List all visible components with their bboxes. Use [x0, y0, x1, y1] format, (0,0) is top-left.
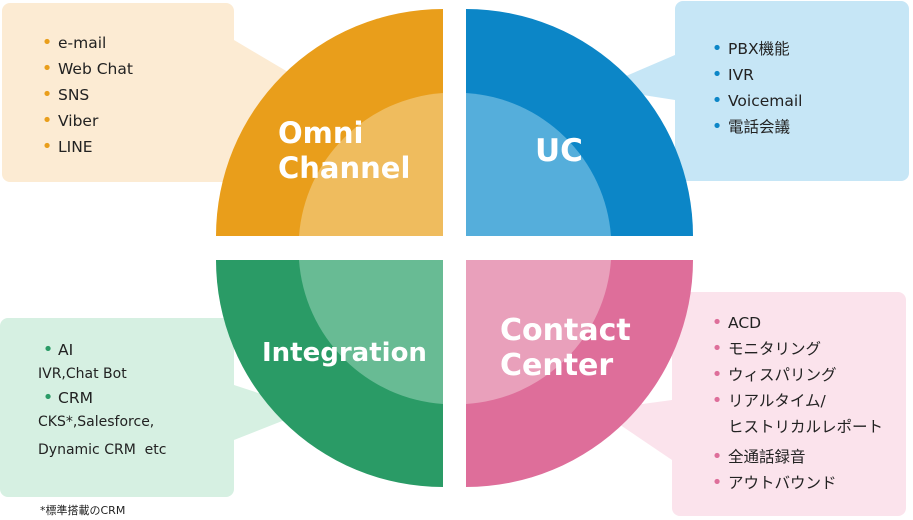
contact-inner-circle	[466, 260, 611, 404]
list-item: •Viber	[41, 110, 99, 131]
uc-item-label: IVR	[728, 66, 754, 84]
list-item: •CRM	[42, 387, 93, 408]
ai-detail: IVR,Chat Bot	[38, 366, 127, 382]
omni-item-label: Viber	[58, 112, 99, 130]
contact-title-line1: Contact	[500, 313, 631, 348]
list-item: •PBX機能	[711, 38, 790, 59]
omni-title-line2: Channel	[278, 151, 411, 185]
omni-inner-circle	[299, 93, 443, 236]
cc-item-label: ACD	[728, 314, 762, 332]
list-item: •AI	[42, 339, 74, 360]
omni-item-label: e-mail	[58, 34, 107, 52]
footnote: *標準搭載のCRM	[40, 504, 126, 517]
contact-center-list: •ACD •モニタリング •ウィスパリング •リアルタイム/ ヒストリカルレポー…	[706, 310, 883, 496]
list-item: •モニタリング	[711, 338, 822, 359]
uc-item-label: PBX機能	[728, 40, 790, 58]
integration-title: Integration	[262, 338, 427, 368]
integration-callout-bg	[0, 318, 310, 497]
uc-callout	[598, 1, 909, 181]
list-item: •e-mail	[41, 32, 107, 53]
integration-callout	[0, 318, 310, 497]
list-item: •リアルタイム/	[711, 390, 826, 411]
integration-inner-circle	[299, 260, 443, 404]
ai-label: AI	[58, 341, 74, 359]
integration-list: •AI IVR,Chat Bot •CRM CKS*,Salesforce, D…	[38, 338, 166, 462]
list-item: •ACD	[711, 312, 762, 333]
uc-inner-circle	[466, 93, 611, 236]
list-item: •Web Chat	[41, 58, 133, 79]
list-item: •アウトバウンド	[711, 472, 837, 493]
crm-label: CRM	[58, 389, 93, 407]
uc-item-label: Voicemail	[728, 92, 803, 110]
uc-title: UC	[535, 133, 583, 169]
list-item: •SNS	[41, 84, 90, 105]
cc-item-label: リアルタイム/	[728, 392, 826, 410]
uc-callout-bg	[598, 1, 909, 181]
crm-detail-1: CKS*,Salesforce,	[38, 414, 155, 430]
cc-item-label: モニタリング	[728, 340, 822, 358]
list-item: •Voicemail	[711, 90, 803, 111]
omni-callout-bg	[2, 3, 315, 182]
cc-item-label: 全通話録音	[728, 448, 806, 466]
cc-item-label: ウィスパリング	[728, 366, 837, 384]
uc-item-label: 電話会議	[728, 118, 791, 136]
list-item: •ウィスパリング	[711, 364, 837, 385]
uc-list: •PBX機能 •IVR •Voicemail •電話会議	[706, 36, 803, 140]
contact-title-line2: Center	[500, 348, 614, 383]
list-item-continuation: ヒストリカルレポート	[706, 414, 883, 440]
crm-detail-2: Dynamic CRM etc	[38, 442, 167, 458]
contact-center-title: Contact Center	[500, 313, 631, 383]
list-item: •IVR	[711, 64, 754, 85]
list-item: •LINE	[41, 136, 93, 157]
omni-item-label: Web Chat	[58, 60, 133, 78]
omni-item-label: LINE	[58, 138, 93, 156]
cc-item-label: アウトバウンド	[728, 474, 837, 492]
omni-channel-list: •e-mail •Web Chat •SNS •Viber •LINE	[36, 30, 133, 160]
list-item: •全通話録音	[711, 446, 806, 467]
omni-channel-title: Omni Channel	[278, 116, 410, 186]
omni-title-line1: Omni	[278, 116, 364, 150]
list-item: •電話会議	[711, 116, 791, 137]
cc-item-label: ヒストリカルレポート	[728, 418, 884, 436]
omni-callout	[2, 3, 315, 182]
omni-item-label: SNS	[58, 86, 90, 104]
